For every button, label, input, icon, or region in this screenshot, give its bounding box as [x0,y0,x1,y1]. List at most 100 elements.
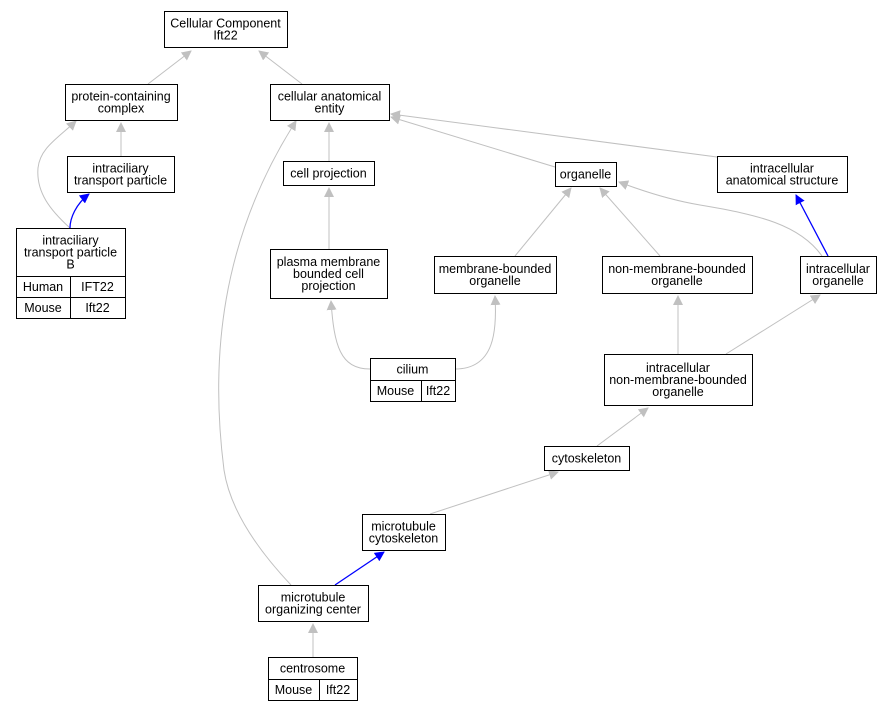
node-label-line: Cellular Component [170,17,281,31]
edge-line [69,193,90,229]
species-label: Human [23,280,63,294]
node-label-line: transport particle [24,246,117,260]
edge-is-a-cilium-to-membrane-bounded-organelle [454,295,501,370]
edge-line [37,120,77,229]
edge-line [599,187,661,257]
edge-is-a-membrane-bounded-organelle-to-organelle [514,187,572,257]
species-label: Mouse [377,384,415,398]
node-label-line: projection [301,279,355,293]
node-box [164,11,288,48]
node-label-line: organelle [652,385,703,399]
node-cytoskeleton[interactable]: cytoskeleton [544,446,630,471]
node-label-line: intracellular [806,262,870,276]
node-box [283,161,375,186]
node-label-line: B [66,258,74,272]
node-label-line: intracellular [646,361,710,375]
edge-is-a-organelle-to-cellular-anatomical-entity [390,114,556,168]
edge-line [334,551,385,586]
node-box [65,84,178,121]
node-label-line: cellular anatomical [278,90,382,104]
edge-line [429,470,559,515]
node-label-line: organelle [812,274,863,288]
gene-row-mouse: Mouse Ift22 [268,679,358,701]
edge-line [390,114,556,168]
node-label-line: Ift22 [213,29,237,43]
node-box [602,256,753,294]
node-label-line: complex [98,102,145,116]
node-box [717,156,848,193]
edge-line [454,295,501,370]
gene-symbol: Ift22 [426,384,450,398]
node-box [434,256,557,294]
edge-is-a-non-membrane-bounded-organelle-to-organelle [599,187,661,257]
node-label-line: organelle [469,274,520,288]
edge-line [725,294,821,355]
node-label-line: cilium [397,363,429,377]
edge-line [326,300,371,370]
edge-is-a-intracellular-non-membrane-bounded-organelle-to-intracellular-organelle [725,294,821,355]
edge-is-a-cytoskeleton-to-intracellular-non-membrane-bounded-organelle [596,407,649,447]
edge-is-a-microtubule-organizing-center-to-cellular-anatomical-entity [218,120,297,586]
gene-row-human: Human IFT22 [16,276,126,298]
species-label: Mouse [275,683,313,697]
node-label-line: plasma membrane [277,255,381,269]
nodes-layer: Cellular ComponentIft22protein-containin… [16,11,877,701]
node-label-line: organelle [651,274,702,288]
edge-line [795,194,829,257]
node-box [800,256,877,294]
edge-part-of-intraciliary-transport-particle-b-to-intraciliary-transport-particle [69,193,90,229]
node-label-line: transport particle [74,174,167,188]
edge-part-of-microtubule-organizing-center-to-microtubule-cytoskeleton [334,551,385,586]
gene-symbol: IFT22 [81,280,114,294]
node-box [67,156,175,193]
node-intracellular-non-membrane-bounded-organelle[interactable]: intracellularnon-membrane-boundedorganel… [604,354,753,406]
node-label-line: membrane-bounded [439,262,552,276]
node-box [16,228,126,277]
node-label-line: organizing center [265,603,361,617]
gene-cell[interactable] [319,679,358,701]
gene-cell[interactable] [70,297,126,319]
edge-is-a-protein-containing-complex-to-cellular-component [147,50,192,85]
edge-part-of-intracellular-organelle-to-intracellular-anatomical-structure [795,194,829,257]
edge-is-a-cellular-anatomical-entity-to-cellular-component [258,50,303,85]
node-box [362,514,446,551]
node-label-line: centrosome [280,662,345,676]
node-cell-projection[interactable]: cell projection [283,161,375,186]
node-label-line: intracellular [750,162,814,176]
edge-is-a-intraciliary-transport-particle-b-to-protein-containing-complex [37,120,77,229]
node-label-line: cytoskeleton [552,452,622,466]
edge-line [618,180,823,257]
gene-symbol: Ift22 [85,301,109,315]
edge-line [218,120,297,586]
node-box [555,162,617,187]
node-organelle[interactable]: organelle [555,162,617,187]
gene-row-mouse: Mouse Ift22 [370,380,456,402]
node-label-line: non-membrane-bounded [609,373,747,387]
gene-symbol: Ift22 [326,683,350,697]
node-box [270,249,388,299]
edge-line [596,407,649,447]
node-label-line: intraciliary [92,162,149,176]
edges-layer [37,50,829,657]
node-label-line: intraciliary [42,234,99,248]
node-box [544,446,630,471]
node-label-line: cytoskeleton [369,532,439,546]
node-label-line: anatomical structure [726,174,839,188]
gene-cell[interactable] [421,380,456,402]
